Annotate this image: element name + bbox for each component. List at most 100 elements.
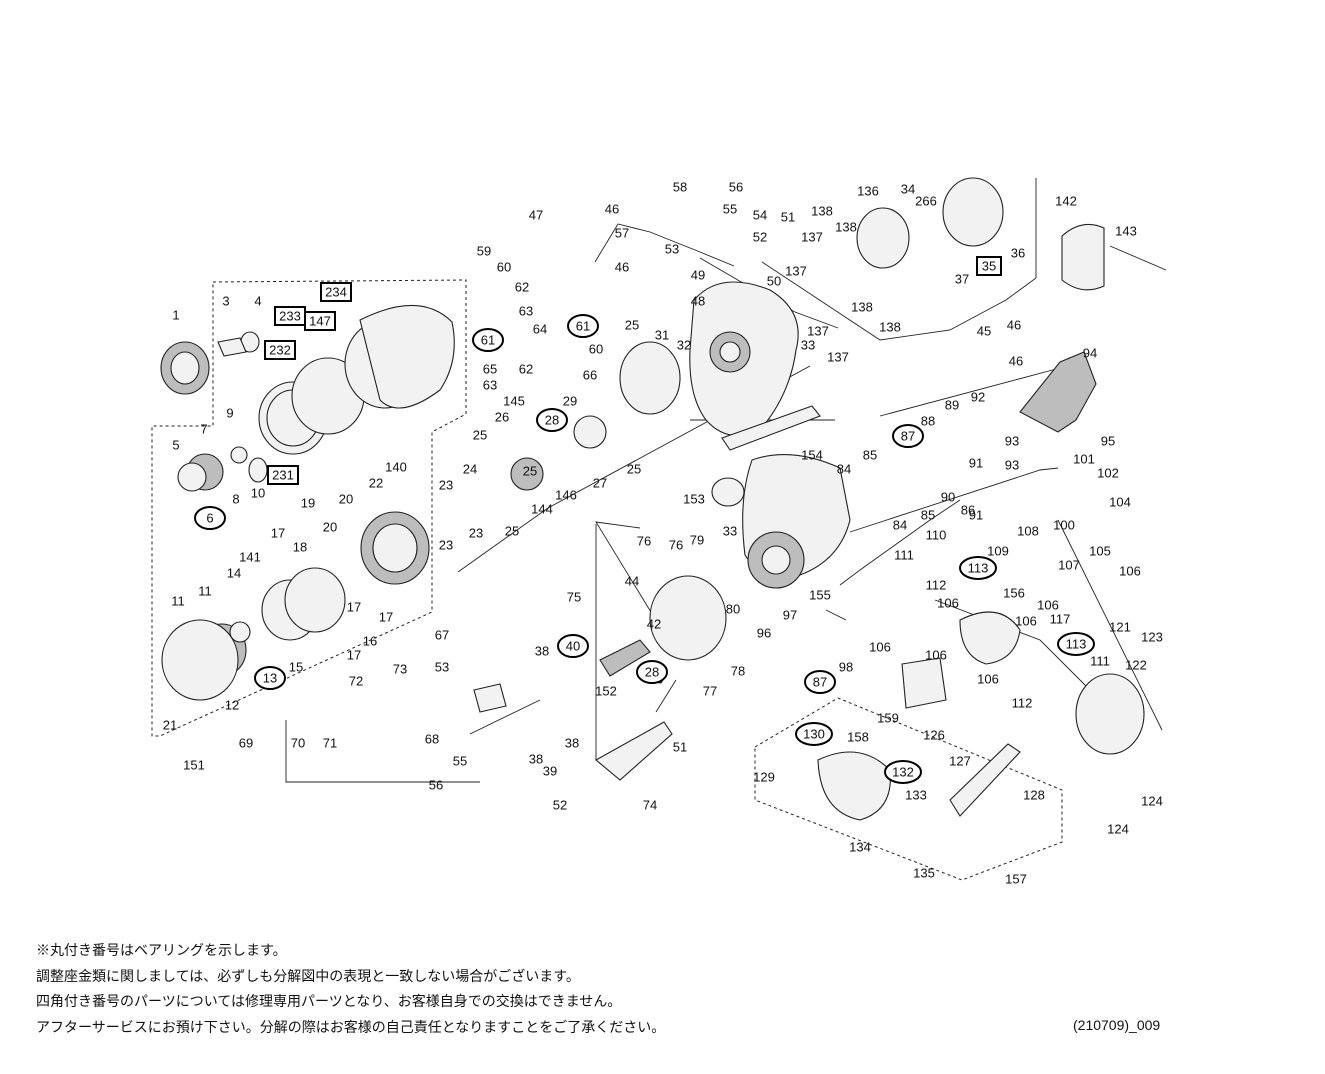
part-label: 142 xyxy=(1055,193,1077,208)
part-label: 25 xyxy=(505,523,519,538)
part-label: 18 xyxy=(293,539,307,554)
part-label: 137 xyxy=(827,349,849,364)
part-label: 79 xyxy=(690,532,704,547)
part-label: 156 xyxy=(1003,585,1025,600)
part-label: 47 xyxy=(529,207,543,222)
part-label: 49 xyxy=(691,267,705,282)
part-label: 159 xyxy=(877,710,899,725)
bearing-label: 13 xyxy=(263,670,277,685)
part-label: 157 xyxy=(1005,871,1027,886)
reel-body-housing xyxy=(689,281,851,589)
part-label: 78 xyxy=(731,663,745,678)
part-label: 135 xyxy=(913,865,935,880)
repair-part-marker xyxy=(264,340,296,360)
document-code: (210709)_009 xyxy=(1073,1017,1161,1033)
part-label: 138 xyxy=(835,219,857,234)
bearing-marker xyxy=(959,556,997,580)
part-label: 137 xyxy=(807,323,829,338)
part-label: 38 xyxy=(535,643,549,658)
part-label: 140 xyxy=(385,459,407,474)
part-label: 75 xyxy=(567,589,581,604)
group-151-boundary xyxy=(151,279,467,737)
part-label: 93 xyxy=(1005,433,1019,448)
bearing-label: 61 xyxy=(576,318,590,333)
part-label: 55 xyxy=(723,201,737,216)
part-label: 107 xyxy=(1058,557,1080,572)
part-label: 124 xyxy=(1107,821,1129,836)
part-label: 106 xyxy=(937,595,959,610)
part-label: 26 xyxy=(495,409,509,424)
part-label: 66 xyxy=(583,367,597,382)
part-label: 92 xyxy=(971,389,985,404)
part-label: 25 xyxy=(625,317,639,332)
part-label: 110 xyxy=(926,527,947,542)
part-label: 98 xyxy=(839,659,853,674)
part-label: 128 xyxy=(1023,787,1045,802)
part-label: 52 xyxy=(553,797,567,812)
part-label: 144 xyxy=(531,501,553,516)
part-label: 29 xyxy=(563,393,577,408)
repair-part-label: 233 xyxy=(279,308,301,323)
part-label: 20 xyxy=(339,491,353,506)
bearing-label: 28 xyxy=(545,412,559,427)
part-label: 124 xyxy=(1141,793,1163,808)
part-label: 111 xyxy=(894,547,914,562)
part-label: 158 xyxy=(847,729,869,744)
part-label: 91 xyxy=(969,507,983,522)
bearing-marker xyxy=(254,666,286,690)
part-label: 138 xyxy=(811,203,833,218)
part-label: 85 xyxy=(863,447,877,462)
part-label: 76 xyxy=(669,537,683,552)
part-label: 86 xyxy=(961,502,975,517)
part-label: 51 xyxy=(781,209,795,224)
part-label: 153 xyxy=(683,491,705,506)
notes-block: ※丸付き番号はベアリングを示します。 調整座金類に関しましては、必ずしも分解図中… xyxy=(36,938,936,1040)
part-label: 5 xyxy=(172,437,179,452)
part-label: 23 xyxy=(439,477,453,492)
part-label: 23 xyxy=(439,537,453,552)
part-label: 24 xyxy=(463,461,477,476)
part-label: 46 xyxy=(615,259,629,274)
part-label: 266 xyxy=(915,193,937,208)
part-label: 31 xyxy=(655,327,669,342)
bearing-label: 132 xyxy=(892,764,914,779)
part-label: 80 xyxy=(726,601,740,616)
part-label: 108 xyxy=(1017,523,1039,538)
part-label: 136 xyxy=(857,183,879,198)
part-label: 129 xyxy=(753,769,775,784)
part-label: 59 xyxy=(477,243,491,258)
part-label: 25 xyxy=(523,463,537,478)
part-label: 84 xyxy=(893,517,907,532)
part-label: 12 xyxy=(225,697,239,712)
part-label: 33 xyxy=(723,523,737,538)
part-label: 117 xyxy=(1050,611,1071,626)
repair-part-label: 234 xyxy=(325,284,347,299)
part-label: 141 xyxy=(239,549,261,564)
part-label: 25 xyxy=(627,461,641,476)
part-label: 60 xyxy=(497,259,511,274)
part-label: 53 xyxy=(665,241,679,256)
part-label: 3 xyxy=(222,293,229,308)
part-label: 62 xyxy=(519,361,533,376)
bearing-marker xyxy=(536,408,568,432)
part-label: 25 xyxy=(473,427,487,442)
part-label: 93 xyxy=(1005,457,1019,472)
part-label: 34 xyxy=(901,181,915,196)
part-label: 8 xyxy=(232,491,239,506)
part-label: 106 xyxy=(1015,613,1037,628)
part-label: 102 xyxy=(1097,465,1119,480)
part-label: 11 xyxy=(171,593,185,608)
part-label: 38 xyxy=(529,751,543,766)
part-label: 23 xyxy=(469,525,483,540)
part-label: 19 xyxy=(301,495,315,510)
part-label: 56 xyxy=(729,179,743,194)
part-label: 7 xyxy=(200,421,207,436)
repair-part-marker xyxy=(320,282,352,302)
repair-part-label: 35 xyxy=(982,258,996,273)
part-label: 57 xyxy=(615,225,629,240)
part-label: 137 xyxy=(801,229,823,244)
repair-part-marker xyxy=(976,256,1002,276)
bearing-label: 61 xyxy=(481,332,495,347)
part-label: 17 xyxy=(379,609,393,624)
